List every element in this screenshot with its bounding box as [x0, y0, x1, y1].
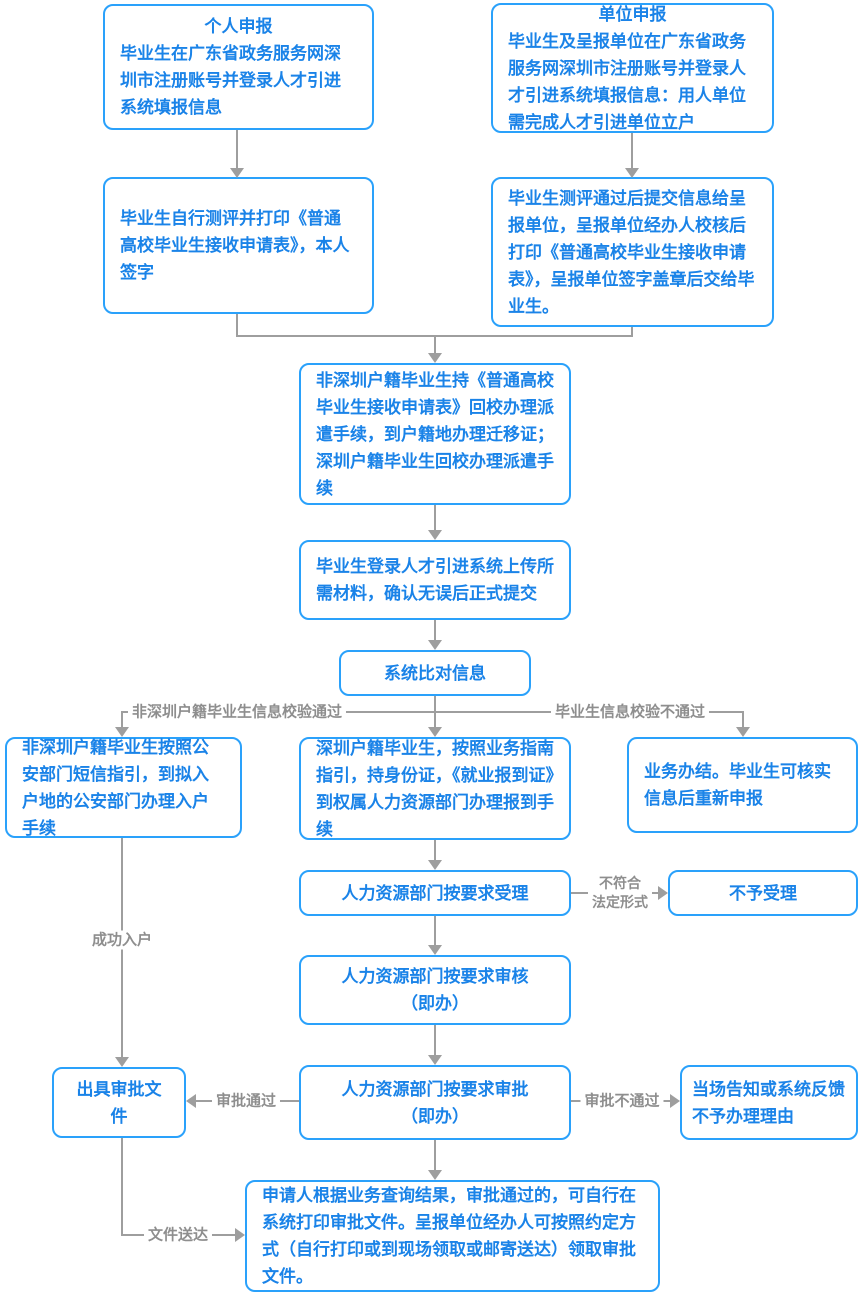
connector-issue-down — [121, 1138, 123, 1236]
arrowhead-down-icon — [428, 1170, 442, 1180]
node-text: 深圳户籍毕业生，按照业务指南指引，持身份证，《就业报到证》到权属人力资源部门办理… — [316, 738, 554, 839]
node-text: 不予受理 — [729, 883, 797, 903]
node-text: 系统比对信息 — [384, 663, 486, 683]
node-text: 非深圳户籍毕业生按照公安部门短信指引，到拟入户地的公安部门办理入户手续 — [22, 737, 209, 838]
node-self-assessment: 毕业生自行测评并打印《普通高校毕业生接收申请表》，本人签字 — [103, 177, 374, 314]
node-text: 毕业生在广东省政务服务网深圳市注册账号并登录人才引进系统填报信息 — [120, 44, 341, 117]
node-text: 人力资源部门按要求审批 （即办） — [341, 1079, 529, 1126]
node-police-hukou: 非深圳户籍毕业生按照公安部门短信指引，到拟入户地的公安部门办理入户手续 — [5, 737, 242, 838]
connector-branch-right — [742, 711, 744, 727]
node-notify-rejection: 当场告知或系统反馈不予办理理由 — [680, 1065, 858, 1140]
node-final-collect: 申请人根据业务查询结果，审批通过的，可自行在系统打印审批文件。呈报单位经办人可按… — [245, 1180, 660, 1292]
connector-unitcheck-down — [631, 327, 633, 336]
node-title: 单位申报 — [598, 4, 667, 24]
node-not-accepted: 不予受理 — [668, 870, 858, 916]
edge-label-doc-delivery: 文件送达 — [143, 1225, 213, 1245]
connector-upload-to-compare — [434, 620, 436, 640]
arrowhead-down-icon — [115, 727, 129, 737]
connector-selftest-down — [236, 314, 238, 336]
connector-branch-horizontal — [121, 711, 744, 713]
connector-individual-to-selftest — [236, 130, 238, 168]
node-text: 业务办结。毕业生可核实信息后重新申报 — [644, 762, 831, 808]
node-text: 申请人根据业务查询结果，审批通过的，可自行在系统打印审批文件。呈报单位经办人可按… — [262, 1186, 636, 1286]
arrowhead-down-icon — [428, 640, 442, 650]
node-text: 毕业生登录人才引进系统上传所需材料，确认无误后正式提交 — [316, 557, 554, 603]
arrowhead-down-icon — [428, 1055, 442, 1065]
connector-report-to-accept — [434, 840, 436, 860]
arrowhead-down-icon — [428, 860, 442, 870]
connector-branch-left — [121, 711, 123, 727]
connector-dispatch-to-upload — [434, 505, 436, 530]
node-text: 人力资源部门按要求受理 — [341, 883, 529, 903]
arrowhead-right-icon — [658, 886, 668, 900]
node-business-closed: 业务办结。毕业生可核实信息后重新申报 — [627, 737, 858, 833]
node-hr-review: 人力资源部门按要求审核 （即办） — [299, 955, 571, 1025]
arrowhead-down-icon — [736, 727, 750, 737]
node-individual-declare: 个人申报 毕业生在广东省政务服务网深圳市注册账号并登录人才引进系统填报信息 — [103, 4, 374, 130]
connector-branch-center — [434, 711, 436, 727]
node-upload-materials: 毕业生登录人才引进系统上传所需材料，确认无误后正式提交 — [299, 540, 571, 620]
arrowhead-down-icon — [428, 530, 442, 540]
node-text: 毕业生自行测评并打印《普通高校毕业生接收申请表》，本人签字 — [120, 209, 350, 282]
connector-accept-to-review — [434, 916, 436, 945]
connector-unit-to-unitcheck — [631, 133, 633, 168]
node-hr-approve: 人力资源部门按要求审批 （即办） — [299, 1065, 571, 1140]
arrowhead-left-icon — [186, 1094, 196, 1108]
edge-label-not-legal: 不符合 法定形式 — [588, 874, 652, 912]
connector-review-to-approve — [434, 1025, 436, 1055]
node-hr-accept: 人力资源部门按要求受理 — [299, 870, 571, 916]
arrowhead-right-icon — [235, 1228, 245, 1242]
arrowhead-down-icon — [115, 1057, 129, 1067]
node-issue-approval-doc: 出具审批文件 — [52, 1067, 186, 1138]
node-unit-declare: 单位申报 毕业生及呈报单位在广东省政务服务网深圳市注册账号并登录人才引进系统填报… — [491, 3, 774, 133]
connector-compare-down — [434, 696, 436, 713]
arrowhead-down-icon — [625, 168, 639, 178]
connector-approve-to-final — [434, 1140, 436, 1170]
edge-label-approve-fail: 审批不通过 — [580, 1091, 664, 1111]
node-hr-report: 深圳户籍毕业生，按照业务指南指引，持身份证，《就业报到证》到权属人力资源部门办理… — [299, 737, 571, 840]
node-title: 个人申报 — [204, 17, 273, 36]
edge-label-hukou-done: 成功入户 — [87, 930, 157, 950]
node-text: 人力资源部门按要求审核 （即办） — [341, 967, 529, 1013]
arrowhead-right-icon — [670, 1094, 680, 1108]
connector-merge-to-dispatch — [434, 336, 436, 353]
node-text: 毕业生及呈报单位在广东省政务服务网深圳市注册账号并登录人才引进系统填报信息：用人… — [508, 31, 746, 132]
arrowhead-down-icon — [428, 353, 442, 363]
node-unit-review: 毕业生测评通过后提交信息给呈报单位，呈报单位经办人校核后打印《普通高校毕业生接收… — [491, 177, 774, 327]
arrowhead-down-icon — [428, 727, 442, 737]
node-text: 出具审批文件 — [76, 1079, 162, 1126]
node-system-compare: 系统比对信息 — [339, 650, 531, 696]
node-text: 毕业生测评通过后提交信息给呈报单位，呈报单位经办人校核后打印《普通高校毕业生接收… — [508, 188, 755, 316]
edge-label-approve-pass: 审批通过 — [211, 1091, 281, 1111]
node-text: 当场告知或系统反馈不予办理理由 — [692, 1079, 845, 1126]
edge-label-verify-fail: 毕业生信息校验不通过 — [550, 702, 710, 722]
node-text: 非深圳户籍毕业生持《普通高校毕业生接收申请表》回校办理派遣手续，到户籍地办理迁移… — [316, 370, 554, 498]
edge-label-nonsz-pass: 非深圳户籍毕业生信息校验通过 — [127, 702, 347, 722]
arrowhead-down-icon — [230, 168, 244, 178]
arrowhead-down-icon — [428, 945, 442, 955]
node-dispatch-procedures: 非深圳户籍毕业生持《普通高校毕业生接收申请表》回校办理派遣手续，到户籍地办理迁移… — [299, 363, 571, 505]
